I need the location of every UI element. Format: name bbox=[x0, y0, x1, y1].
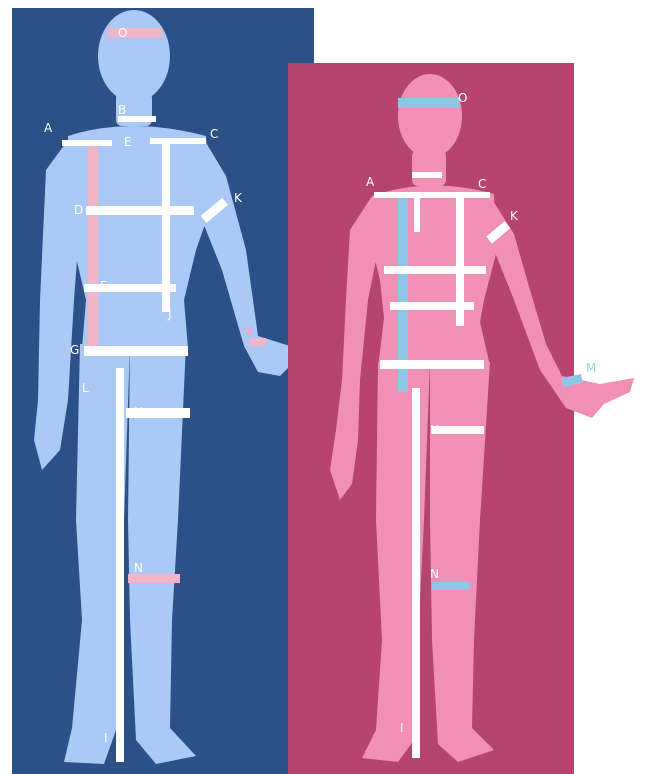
male-label-H: H bbox=[134, 405, 143, 419]
male-label-M: M bbox=[242, 325, 252, 339]
male-line-C bbox=[150, 138, 206, 144]
female-line-hip bbox=[380, 360, 484, 369]
male-line-I bbox=[116, 368, 124, 762]
male-line-D bbox=[86, 206, 194, 215]
male-label-O: O bbox=[118, 26, 127, 40]
female-line-waist bbox=[390, 302, 474, 310]
female-label-C: C bbox=[478, 177, 486, 191]
male-label-G: G bbox=[70, 343, 79, 357]
female-band-N bbox=[432, 582, 470, 590]
female-line-center-front bbox=[414, 192, 420, 232]
female-torso bbox=[370, 185, 496, 368]
male-label-B: B bbox=[118, 103, 126, 117]
male-line-A bbox=[62, 140, 112, 146]
male-label-N: N bbox=[134, 561, 143, 575]
female-head bbox=[398, 74, 462, 158]
female-label-N: N bbox=[430, 567, 439, 581]
male-label-D: D bbox=[74, 203, 83, 217]
female-label-K: K bbox=[510, 209, 519, 223]
male-band-L bbox=[88, 146, 98, 346]
male-label-J: J bbox=[167, 307, 172, 321]
male-label-I: I bbox=[104, 731, 108, 745]
male-band-O bbox=[108, 28, 162, 38]
female-line-bust bbox=[384, 266, 486, 274]
female-figure-group: O A C K M H N I bbox=[288, 63, 634, 774]
male-label-K: K bbox=[234, 191, 243, 205]
female-line-neck bbox=[412, 172, 442, 178]
female-label-I: I bbox=[400, 721, 404, 735]
female-label-M: M bbox=[586, 361, 596, 375]
female-label-O: O bbox=[458, 91, 467, 105]
female-label-H: H bbox=[430, 423, 439, 437]
female-line-H bbox=[432, 426, 484, 434]
male-band-N bbox=[128, 574, 180, 583]
female-band-O bbox=[398, 98, 460, 108]
female-neck bbox=[412, 150, 446, 186]
male-label-A: A bbox=[44, 121, 53, 135]
male-label-C: C bbox=[210, 127, 218, 141]
female-line-I bbox=[412, 388, 420, 758]
female-line-shoulder bbox=[374, 192, 490, 198]
male-label-E: E bbox=[124, 135, 132, 149]
male-line-G bbox=[84, 346, 188, 356]
male-label-L: L bbox=[82, 381, 89, 395]
male-figure-group: O B A C K D E F J M G L H N I bbox=[12, 8, 322, 774]
female-label-A: A bbox=[366, 175, 375, 189]
male-line-F bbox=[84, 284, 176, 292]
male-band-M bbox=[250, 338, 266, 346]
male-label-F: F bbox=[100, 279, 107, 293]
male-head bbox=[98, 10, 170, 102]
